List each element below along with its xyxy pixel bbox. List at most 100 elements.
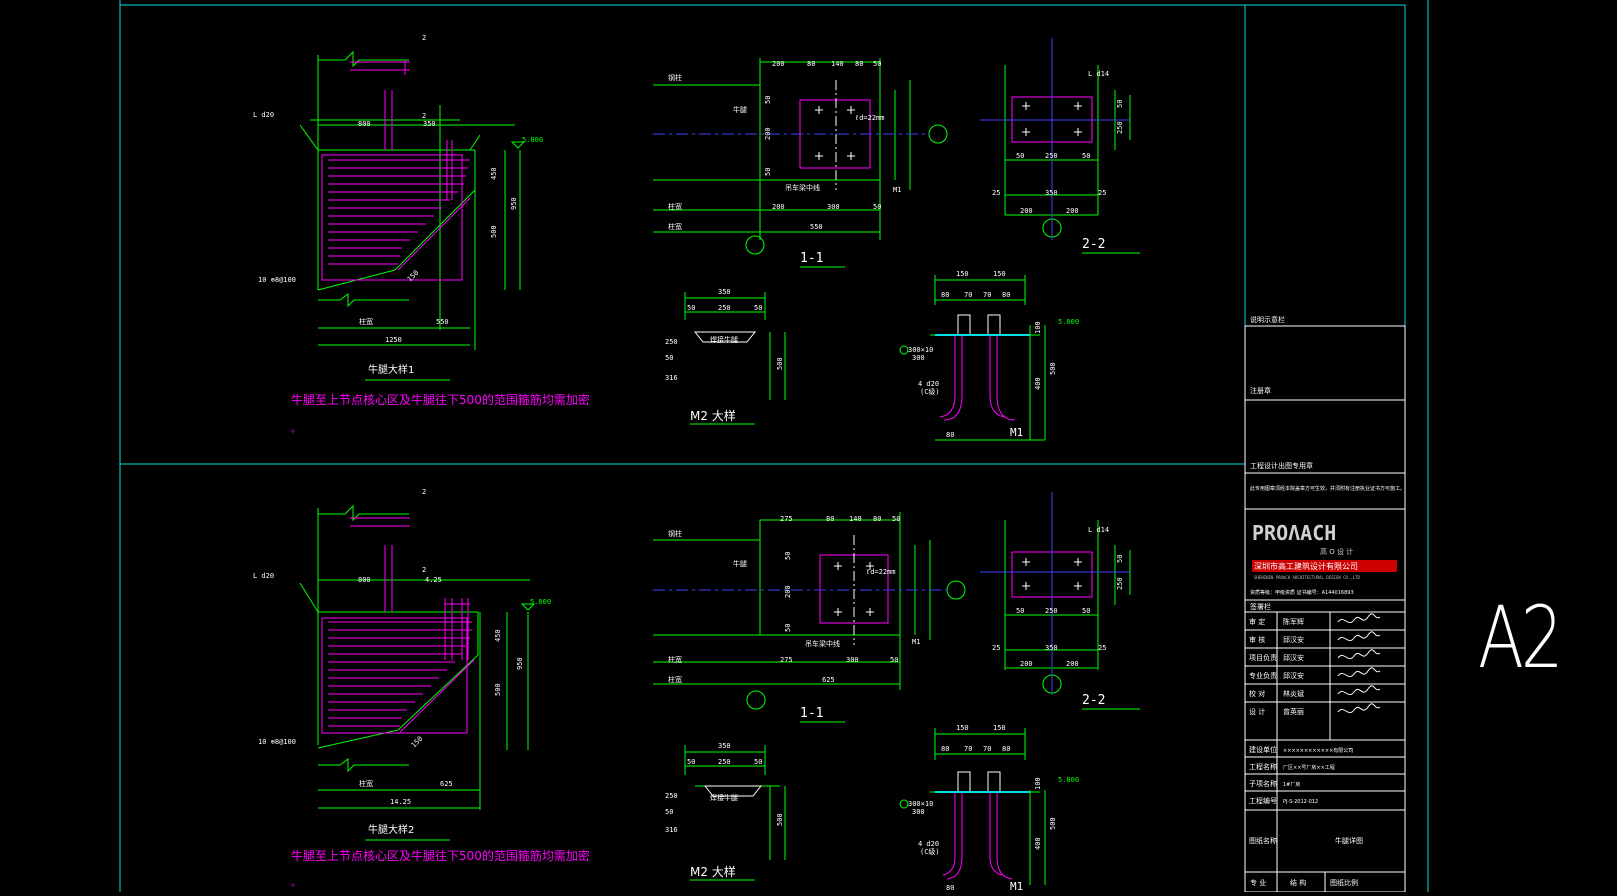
sign-rows: 审 定陈军辉审 核邱汉安项目负责邱汉安专业负责邱汉安校 对林炎斌设 计曾英丽 <box>1249 613 1381 716</box>
m1-dim-70a: 70 <box>964 291 972 299</box>
m1b-elev: 5.800 <box>1058 776 1079 784</box>
m1-elev: 5.800 <box>1058 318 1079 326</box>
company-logo-sub: 高 O 设 计 <box>1320 547 1353 556</box>
signature-mark <box>1337 685 1381 696</box>
m1b-plate: 300×10 <box>908 800 933 808</box>
dim-150: 150 <box>406 269 421 284</box>
m2-side-316: 316 <box>665 374 678 382</box>
dim-top-275: 275 <box>780 515 793 523</box>
label-width-b: 柱宽 <box>668 222 682 231</box>
dim-top-80b: 80 <box>855 60 863 68</box>
section-1-1-title-bottom: 1-1 <box>800 706 823 721</box>
dim-22-50a: 50 <box>1016 152 1024 160</box>
m1b-dim-150b: 150 <box>993 724 1006 732</box>
dim-bot-300b: 300 <box>846 656 859 664</box>
m2b-v-500: 500 <box>776 813 784 826</box>
dim-bot-300: 300 <box>827 203 840 211</box>
dim-350: 350 <box>423 120 436 128</box>
dim-22b-250: 250 <box>1045 607 1058 615</box>
m1-bolt2: (C级) <box>920 387 940 396</box>
dim-22b-25a: 25 <box>992 644 1000 652</box>
dim-950-b: 950 <box>516 657 524 670</box>
dim-top-80c: 80 <box>826 515 834 523</box>
dim-800: 800 <box>358 120 371 128</box>
m1-plate2: 300 <box>912 354 925 362</box>
section-mark-2a: 2 <box>422 34 426 42</box>
signature-mark <box>1337 667 1381 678</box>
dim-bot-50b: 50 <box>890 656 898 664</box>
label-crane-centerline-b: 吊车梁中线 <box>805 639 840 648</box>
dim-top-80d: 80 <box>873 515 881 523</box>
dim-22-25a: 25 <box>992 189 1000 197</box>
company-name: 深圳市高工建筑设计有限公司 <box>1254 561 1358 571</box>
dim-500-b: 500 <box>494 683 502 696</box>
m1-detail-top: 150 150 80 70 70 80 5.800 100 400 500 30… <box>899 270 1079 441</box>
label-column-width-b: 柱宽 <box>359 779 373 788</box>
tb-stamp-text: 此专用图章须经本院盖章方可生效，并须附有注册执业证书方可施工。 <box>1250 485 1405 492</box>
m1b-bolt2: (C级) <box>920 847 940 856</box>
vdim-d: 50 <box>784 552 792 560</box>
dim-1250: 1250 <box>385 336 402 344</box>
label-ld14: L d14 <box>1088 70 1109 78</box>
vdim-f: 50 <box>784 624 792 632</box>
m1-v-100: 100 <box>1034 321 1042 334</box>
m1b-dim-70a: 70 <box>964 745 972 753</box>
label-corbel: 牛腿 <box>733 105 747 114</box>
m2-side-50: 50 <box>665 354 673 362</box>
sign-name: 邱汉安 <box>1283 671 1304 680</box>
m1b-v-500: 500 <box>1049 817 1057 830</box>
m1-bot-80: 80 <box>946 431 954 439</box>
dim-550: 550 <box>436 318 449 326</box>
m2b-side-50: 50 <box>665 808 673 816</box>
m1-title-top: M1 <box>1010 426 1023 439</box>
m2-side-250: 250 <box>665 338 678 346</box>
m2-label: 焊接牛腿 <box>710 335 738 344</box>
dim-bot-200: 200 <box>772 203 785 211</box>
sign-role: 设 计 <box>1249 707 1265 716</box>
info-value: 1#厂房 <box>1283 781 1300 788</box>
m1-v-400: 400 <box>1034 377 1042 390</box>
section-1-1-bottom: 275 80 140 80 50 275 300 50 625 钢柱 牛腿 ℓd… <box>653 512 966 723</box>
dim-425: 4.25 <box>425 576 442 584</box>
m1b-plate2: 300 <box>912 808 925 816</box>
dim-22b-50b: 50 <box>1082 607 1090 615</box>
m2-dim-350: 350 <box>718 288 731 296</box>
m1-bolt: 4 d20 <box>918 380 939 388</box>
dim-22-25b: 25 <box>1098 189 1106 197</box>
m1-dim-150a: 150 <box>956 270 969 278</box>
sign-role: 校 对 <box>1249 689 1265 698</box>
sign-header: 签署栏 <box>1250 602 1271 611</box>
dim-22b-50a: 50 <box>1016 607 1024 615</box>
label-width-d: 柱宽 <box>668 675 682 684</box>
m2b-dim-50a: 50 <box>687 758 695 766</box>
dim-625: 625 <box>440 780 453 788</box>
dim-top-140b: 140 <box>849 515 862 523</box>
m1-dim-70b: 70 <box>983 291 991 299</box>
info-key: 子项名称 <box>1249 779 1277 788</box>
detail-note-1: 牛腿至上节点核心区及牛腿往下500的范围箍筋均需加密 <box>291 392 590 407</box>
company-logo: PROΛACH <box>1252 521 1336 545</box>
company-cert: 资质等级：甲级资质 证书编号：A144016893 <box>1250 589 1354 596</box>
info-value: PJ-S-2012-012 <box>1283 799 1318 805</box>
dim-bot-50: 50 <box>873 203 881 211</box>
sign-name: 曾英丽 <box>1283 707 1304 716</box>
label-m1-b: M1 <box>912 638 920 646</box>
section-1-1-title-top: 1-1 <box>800 251 823 266</box>
elevation-mark: 5.800 <box>522 136 543 144</box>
dim-1425: 14.25 <box>390 798 411 806</box>
label-steel-column-b: 钢柱 <box>668 529 682 538</box>
sign-role: 审 定 <box>1249 617 1265 626</box>
detail-title-1: 牛腿大样1 <box>368 363 414 376</box>
footer-structure: 结 构 <box>1290 878 1306 887</box>
sheet-size-label: A2 <box>1478 588 1563 688</box>
vdim-c: 50 <box>764 168 772 176</box>
title-block: 说明示意栏 注册章 工程设计出图专用章 此专用图章须经本院盖章方可生效，并须附有… <box>1244 315 1406 893</box>
m1b-dim-150a: 150 <box>956 724 969 732</box>
section-2-2-title-bottom: 2-2 <box>1082 693 1105 708</box>
signature-mark <box>1337 631 1381 642</box>
dim-top-140: 140 <box>831 60 844 68</box>
m2b-dim-50b: 50 <box>754 758 762 766</box>
section-mark-2d: 2 <box>422 566 426 574</box>
dim-total-625: 625 <box>822 676 835 684</box>
